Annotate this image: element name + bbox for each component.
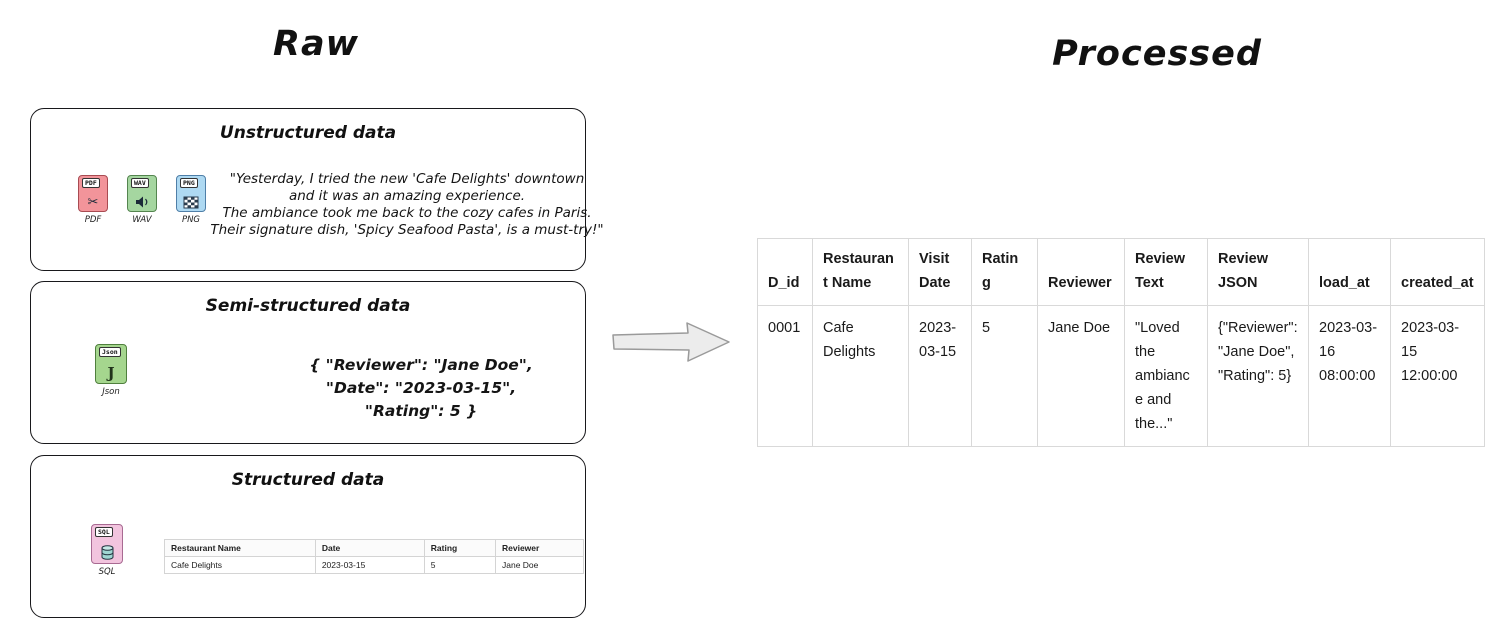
cell-created-at: 2023-03-15 12:00:00 <box>1390 305 1485 447</box>
sql-file-icon: SQL <box>91 524 123 564</box>
wav-icon-group: WAV WAV <box>124 175 160 225</box>
png-file-tag: PNG <box>180 178 198 188</box>
structured-box-title: Structured data <box>231 470 385 490</box>
col-restaurant-name: Restaurant Name <box>812 238 909 306</box>
mini-col-reviewer: Reviewer <box>494 539 585 557</box>
col-reviewer: Reviewer <box>1037 238 1125 306</box>
sql-file-tag: SQL <box>95 527 113 537</box>
unstructured-data-box: Unstructured data PDF ✂ PDF WAV <box>30 108 604 271</box>
unstructured-box-title: Unstructured data <box>219 123 397 143</box>
col-d-id: D_id <box>757 238 813 306</box>
pdf-file-label: PDF <box>84 215 102 225</box>
col-created-at: created_at <box>1390 238 1485 306</box>
cell-rating: 5 <box>971 305 1038 447</box>
col-rating: Rating <box>971 238 1038 306</box>
json-snippet: { "Reviewer": "Jane Doe", "Date": "2023-… <box>271 354 571 423</box>
wav-file-icon: WAV <box>127 175 157 212</box>
image-checker-icon <box>177 196 205 209</box>
json-letter-icon: J <box>107 364 115 382</box>
col-review-text: Review Text <box>1124 238 1208 306</box>
mini-col-rating: Rating <box>423 539 496 557</box>
processed-table-row: 0001 Cafe Delights 2023-03-15 5 Jane Doe… <box>757 305 1485 447</box>
mini-table-row: Cafe Delights 2023-03-15 5 Jane Doe <box>164 556 585 574</box>
processed-table-header-row: D_id Restaurant Name Visit Date Rating R… <box>757 238 1485 306</box>
mini-col-restaurant-name: Restaurant Name <box>164 539 316 557</box>
sql-icon-group: SQL SQL <box>89 524 125 577</box>
quote-line: Their signature dish, 'Spicy Seafood Pas… <box>210 222 604 238</box>
json-file-tag: Json <box>99 347 121 357</box>
json-icon-group: Json J Json <box>93 344 129 397</box>
png-file-icon: PNG <box>176 175 206 212</box>
mini-cell-rating: 5 <box>423 556 496 574</box>
file-icons-row: PDF ✂ PDF WAV WAV <box>75 175 209 225</box>
quote-line: "Yesterday, I tried the new 'Cafe Deligh… <box>229 171 585 187</box>
json-line: "Rating": 5 } <box>364 402 478 420</box>
sql-file-label: SQL <box>98 567 116 577</box>
mini-cell-restaurant-name: Cafe Delights <box>164 556 316 574</box>
scissors-icon: ✂ <box>87 194 99 209</box>
col-load-at: load_at <box>1308 238 1391 306</box>
mini-cell-reviewer: Jane Doe <box>494 556 585 574</box>
cell-d-id: 0001 <box>757 305 813 447</box>
cell-review-json: {"Reviewer": "Jane Doe", "Rating": 5} <box>1207 305 1309 447</box>
wav-file-tag: WAV <box>131 178 149 188</box>
cell-visit-date: 2023-03-15 <box>908 305 972 447</box>
quote-line: and it was an amazing experience. <box>288 188 526 204</box>
pdf-file-tag: PDF <box>82 178 100 188</box>
semi-structured-data-box: Semi-structured data Json J Json { "Revi… <box>30 281 586 444</box>
pdf-file-icon: PDF ✂ <box>78 175 108 212</box>
col-visit-date: Visit Date <box>908 238 972 306</box>
semi-structured-box-title: Semi-structured data <box>205 296 411 316</box>
pdf-icon-group: PDF ✂ PDF <box>75 175 111 225</box>
cell-restaurant-name: Cafe Delights <box>812 305 909 447</box>
json-file-label: Json <box>102 387 120 397</box>
structured-mini-table: Restaurant Name Date Rating Reviewer Caf… <box>164 539 585 574</box>
quote-line: The ambiance took me back to the cozy ca… <box>222 205 592 221</box>
speaker-icon <box>128 195 156 209</box>
png-icon-group: PNG <box>173 175 209 225</box>
mini-cell-date: 2023-03-15 <box>314 556 425 574</box>
json-line: "Date": "2023-03-15", <box>325 379 517 397</box>
database-icon <box>92 544 122 561</box>
processed-data-table: D_id Restaurant Name Visit Date Rating R… <box>757 238 1485 447</box>
json-file-icon: Json J <box>95 344 127 384</box>
cell-reviewer: Jane Doe <box>1037 305 1125 447</box>
col-review-json: Review JSON <box>1207 238 1309 306</box>
mini-col-date: Date <box>314 539 425 557</box>
processed-section-title: Processed <box>1052 34 1262 74</box>
mini-table-header-row: Restaurant Name Date Rating Reviewer <box>164 539 585 557</box>
review-quote: "Yesterday, I tried the new 'Cafe Deligh… <box>209 171 605 239</box>
cell-load-at: 2023-03-16 08:00:00 <box>1308 305 1391 447</box>
raw-section-title: Raw <box>273 24 359 64</box>
wav-file-label: WAV <box>132 215 152 225</box>
cell-review-text: "Loved the ambiance and the..." <box>1124 305 1208 447</box>
structured-data-box: Structured data SQL SQL Res <box>30 455 586 618</box>
png-file-label: PNG <box>181 215 201 225</box>
json-line: { "Reviewer": "Jane Doe", <box>309 356 533 374</box>
transform-arrow-icon <box>610 318 732 366</box>
